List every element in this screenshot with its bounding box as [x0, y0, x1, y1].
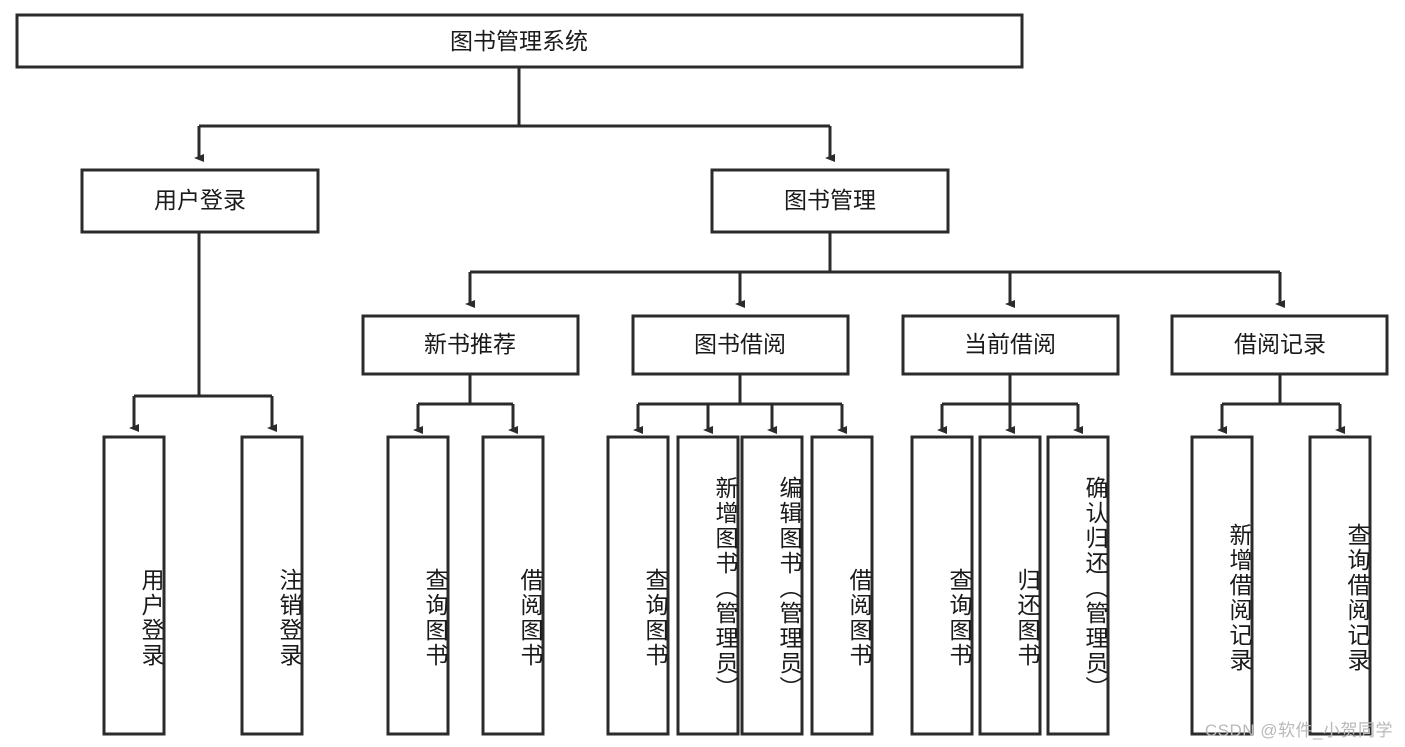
node-book-borrow-label: 图书借阅	[694, 331, 786, 357]
node-leaf-confirm-return-admin[interactable]	[1046, 435, 1110, 736]
node-leaf-logout[interactable]	[240, 435, 304, 736]
node-user-login-label: 用户登录	[154, 187, 246, 213]
node-user-login[interactable]	[80, 168, 320, 234]
node-borrow-record-label: 借阅记录	[1234, 331, 1326, 357]
node-leaf-borrow-book-bb[interactable]	[810, 435, 874, 736]
node-book-borrow[interactable]	[631, 314, 850, 376]
node-root-book-management-system[interactable]	[15, 13, 1024, 69]
node-leaf-return-book[interactable]	[978, 435, 1042, 736]
node-new-book-recommend-label: 新书推荐	[424, 331, 516, 357]
node-book-management[interactable]	[710, 168, 950, 234]
node-root-label: 图书管理系统	[450, 28, 588, 54]
node-current-borrow[interactable]	[901, 314, 1120, 376]
node-leaf-add-book-admin[interactable]	[676, 435, 740, 736]
node-leaf-add-borrow-record[interactable]	[1190, 435, 1254, 736]
node-book-management-label: 图书管理	[784, 187, 876, 213]
node-leaf-query-borrow-record[interactable]	[1308, 435, 1372, 736]
node-new-book-recommend[interactable]	[361, 314, 580, 376]
node-leaf-query-book-nb[interactable]	[386, 435, 450, 736]
node-leaf-query-book-bb[interactable]	[606, 435, 670, 736]
node-leaf-borrow-book-nb[interactable]	[481, 435, 545, 736]
watermark-text: CSDN @软件_小贺同学	[1204, 721, 1393, 740]
node-leaf-edit-book-admin[interactable]	[740, 435, 804, 736]
node-current-borrow-label: 当前借阅	[964, 331, 1056, 357]
node-borrow-record[interactable]	[1170, 314, 1389, 376]
node-leaf-query-book-cb[interactable]	[910, 435, 974, 736]
node-leaf-user-login[interactable]	[102, 435, 166, 736]
